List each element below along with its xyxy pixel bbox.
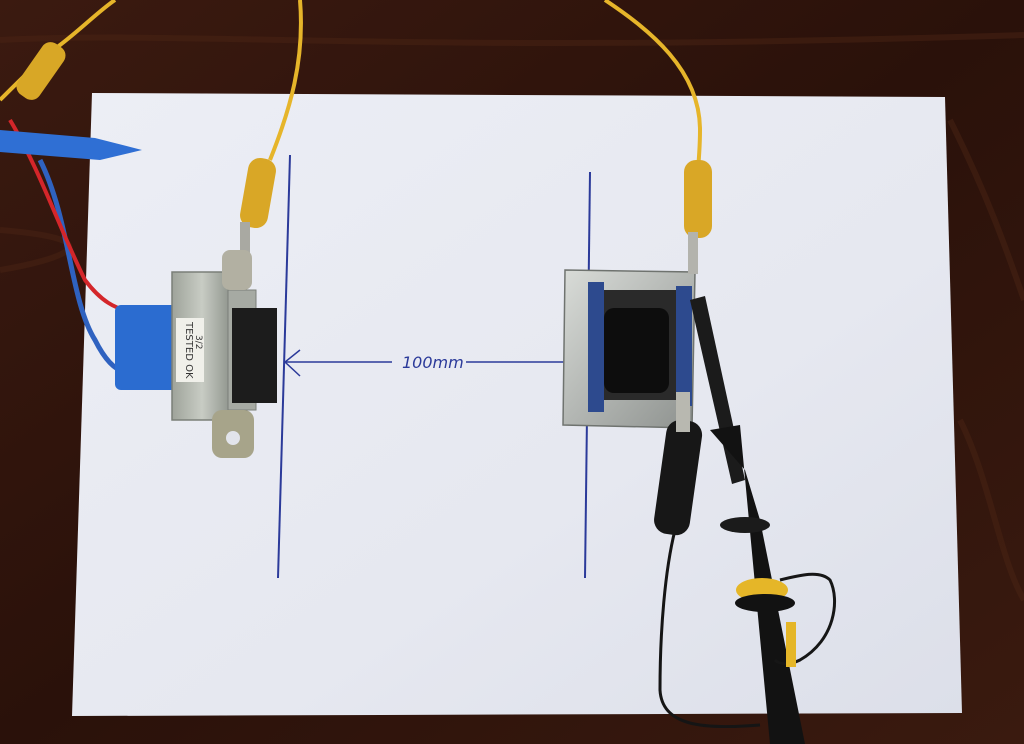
yellow-wire-left bbox=[268, 0, 303, 161]
open-frame-transformer bbox=[562, 269, 696, 429]
ground-wire bbox=[658, 529, 761, 729]
distance-arrow bbox=[283, 349, 566, 377]
left-reference-line bbox=[277, 154, 291, 579]
alligator-clip-left bbox=[240, 158, 276, 228]
sticker-text-line1: TESTED OK bbox=[183, 321, 194, 379]
sticker-text-line2: 3/2 bbox=[193, 335, 203, 349]
blue-wire bbox=[37, 158, 126, 375]
paper-sheet bbox=[72, 93, 962, 716]
distance-label: 100mm bbox=[402, 353, 464, 372]
clip-jaw-right bbox=[688, 232, 698, 274]
alligator-clip-top-left bbox=[16, 42, 66, 100]
probe-ground-sleeve bbox=[786, 622, 796, 667]
red-wire bbox=[8, 118, 136, 314]
ground-clip-jaw bbox=[676, 392, 690, 432]
blue-tape-strip bbox=[0, 130, 142, 160]
clip-jaw-left bbox=[240, 222, 250, 262]
yellow-wire-left-top bbox=[0, 0, 117, 102]
ground-clip bbox=[654, 419, 703, 536]
alligator-clip-right bbox=[684, 160, 712, 238]
transformer-sticker bbox=[176, 318, 204, 382]
